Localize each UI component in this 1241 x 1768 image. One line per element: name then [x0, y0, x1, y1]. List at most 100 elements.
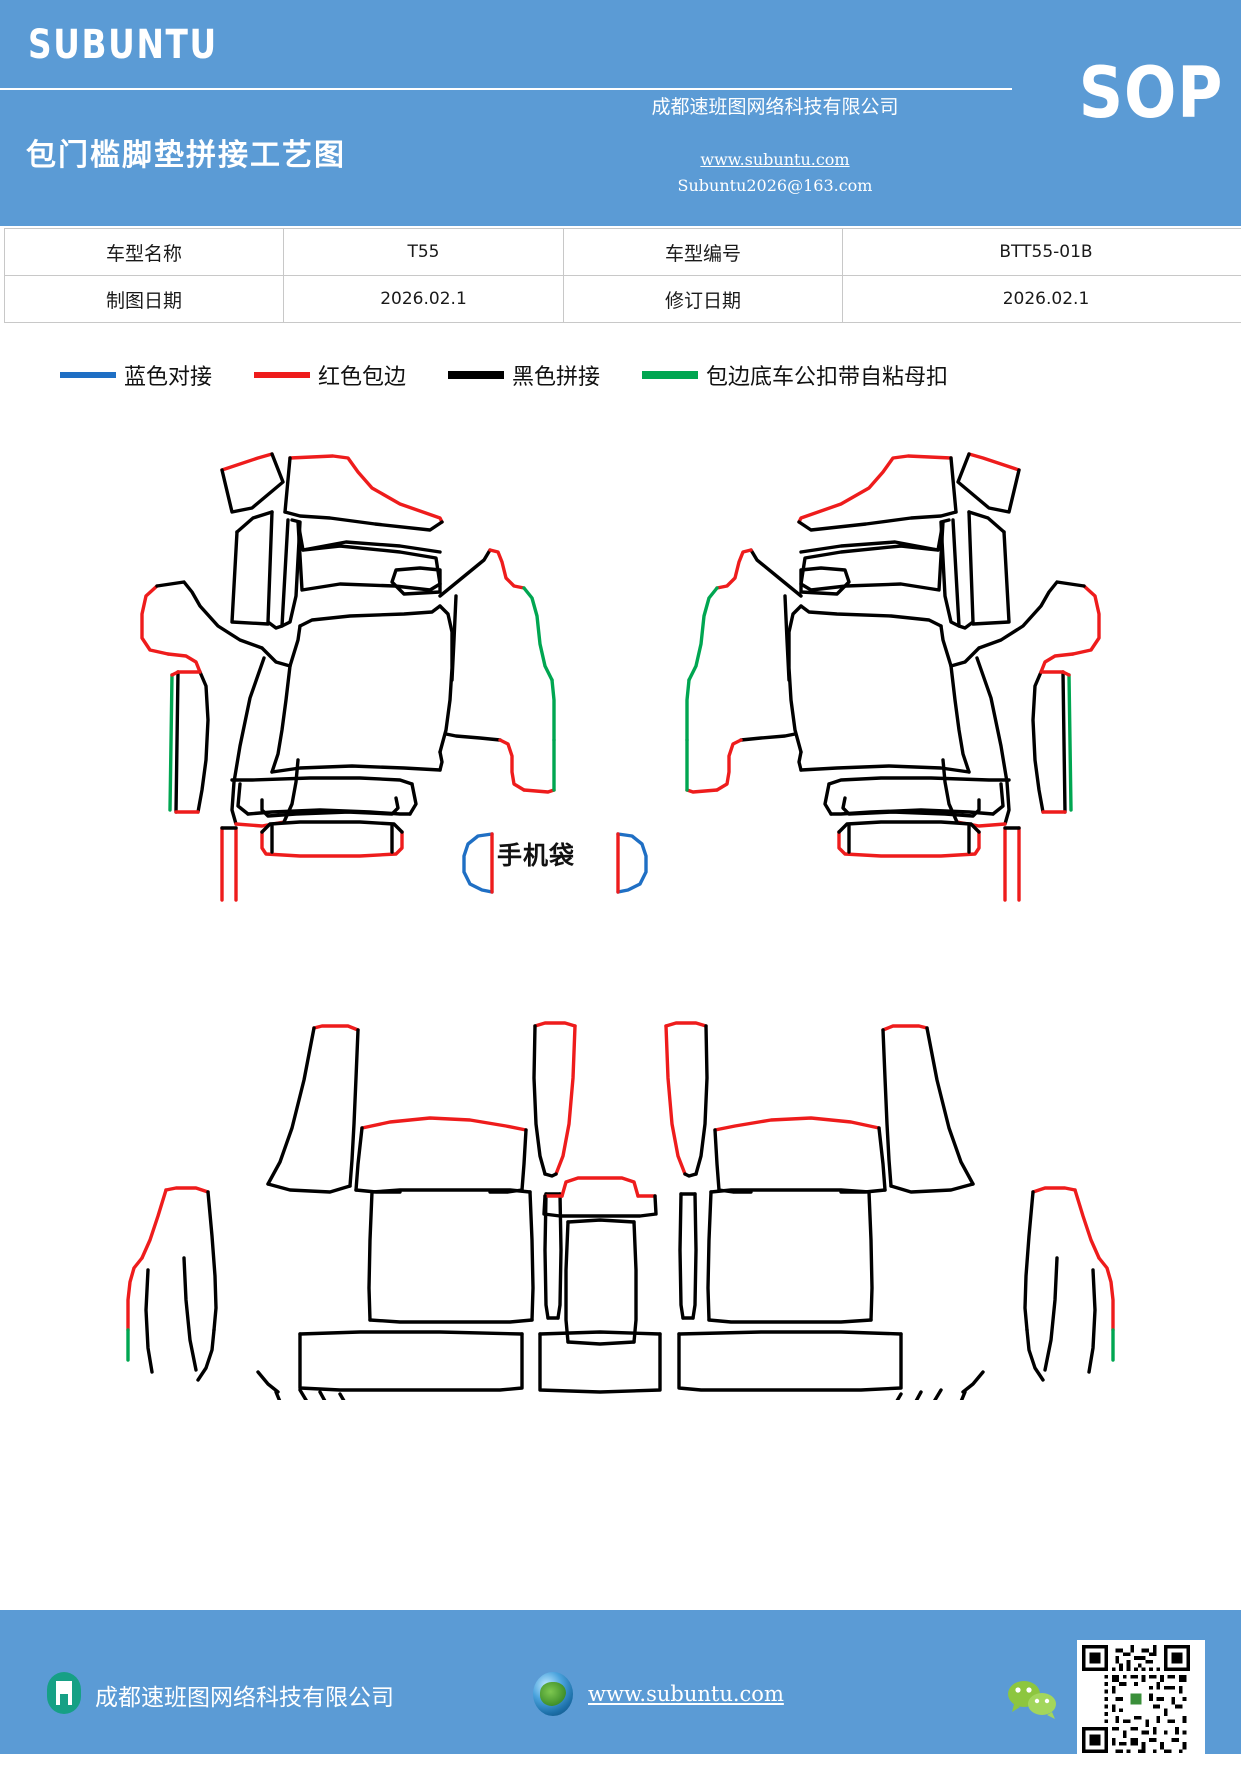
edge-black [685, 1174, 696, 1176]
table-row: 车型名称 T55 车型编号 BTT55-01B [5, 229, 1241, 276]
edge-black [951, 648, 979, 666]
footer-website-link[interactable]: www.subuntu.com [588, 1682, 784, 1706]
edge-black [300, 1334, 522, 1390]
edge-black [237, 512, 272, 532]
edge-black [262, 798, 398, 816]
edge-black [789, 606, 801, 752]
edge-black [208, 1192, 216, 1330]
edge-black [157, 582, 262, 648]
legend-label: 蓝色对接 [124, 359, 212, 391]
edge-red [262, 832, 402, 856]
edge-red [556, 1026, 575, 1174]
edge-black [879, 1128, 885, 1190]
edge-black [369, 1192, 372, 1320]
edge-black [198, 1330, 214, 1380]
edge-red [717, 550, 751, 588]
edge-black [184, 1258, 196, 1370]
phone-pocket-label: 手机袋 [497, 836, 575, 872]
edge-black [276, 1392, 314, 1400]
edge-red [290, 456, 442, 522]
edge-red [142, 1190, 166, 1258]
edge-black [951, 666, 969, 772]
edge-black [941, 626, 951, 666]
edge-green [1069, 675, 1071, 810]
edge-black [290, 626, 300, 666]
edge-black [356, 1128, 362, 1190]
edge-green [689, 588, 717, 680]
edge-black [1027, 1330, 1043, 1380]
wechat-icon [1006, 1678, 1062, 1720]
edge-red [666, 1026, 685, 1174]
edge-red [1099, 1258, 1113, 1330]
line-swatch-red-icon [254, 372, 310, 378]
edge-black [268, 1184, 350, 1192]
edge-black [300, 606, 440, 626]
edge-black [634, 1222, 636, 1342]
edge-black [232, 532, 268, 624]
cell-revision-date-label: 修订日期 [564, 276, 843, 323]
edge-black [285, 458, 290, 512]
edge-black [709, 1320, 871, 1322]
header-website-link[interactable]: www.subuntu.com [600, 150, 950, 169]
legend-item-green-hook-loop: 包边底车公扣带自粘母扣 [642, 359, 948, 391]
edge-black [958, 454, 1019, 512]
line-swatch-green-icon [642, 371, 698, 379]
edge-green [524, 588, 552, 680]
legend-label: 红色包边 [318, 359, 406, 391]
edge-red [168, 654, 200, 672]
edge-red [969, 454, 1019, 470]
edge-black [522, 1130, 526, 1190]
edge-blue [464, 834, 492, 892]
edge-green [170, 675, 172, 810]
edge-black [452, 596, 456, 680]
edge-red [314, 1026, 358, 1030]
edge-red [799, 456, 951, 522]
edge-red [1041, 654, 1073, 672]
edge-black [679, 1332, 901, 1334]
sop-badge: SOP [1078, 58, 1223, 128]
legend-item-red-edging: 红色包边 [254, 359, 406, 391]
edge-black [1033, 672, 1043, 812]
edge-red [687, 790, 717, 792]
globe-icon [533, 1672, 573, 1716]
edge-black [708, 1192, 711, 1320]
edge-black [905, 1390, 941, 1400]
edge-black [751, 550, 801, 596]
edge-red [1075, 1190, 1099, 1258]
table-row: 制图日期 2026.02.1 修订日期 2026.02.1 [5, 276, 1241, 323]
edge-black [977, 658, 1009, 824]
edge-black [891, 1184, 973, 1192]
edge-black [534, 1026, 545, 1174]
edge-black [272, 666, 290, 772]
edge-black [680, 1194, 683, 1318]
footer-company-name: 成都速班图网络科技有限公司 [95, 1678, 394, 1712]
edge-red [535, 1023, 575, 1026]
edge-black [268, 1028, 314, 1184]
edge-black [799, 512, 956, 530]
edge-black [298, 522, 440, 590]
edge-black [801, 606, 941, 626]
edge-red [500, 740, 524, 790]
phone-pocket-svg [420, 810, 820, 920]
edge-black [693, 1194, 696, 1318]
edge-black [232, 658, 264, 824]
edge-black [843, 798, 979, 816]
edge-black [785, 596, 789, 680]
edge-black [300, 1332, 522, 1334]
legend-label: 包边底车公扣带自粘母扣 [706, 359, 948, 391]
edge-black [372, 1190, 530, 1192]
header-divider-rule [0, 88, 1012, 90]
edge-black [829, 778, 1009, 784]
edge-black [951, 458, 956, 512]
edge-black [799, 752, 801, 770]
edge-black [238, 784, 248, 814]
edge-red [490, 550, 524, 588]
edge-red [883, 1026, 927, 1030]
edge-black [545, 1174, 556, 1176]
legend-item-blue-butt-joint: 蓝色对接 [60, 359, 212, 391]
edge-black [715, 1130, 719, 1190]
edge-black [801, 522, 943, 590]
edge-black [540, 1332, 660, 1334]
legend-item-black-splice: 黑色拼接 [448, 359, 600, 391]
cell-model-name-value: T55 [284, 229, 564, 276]
